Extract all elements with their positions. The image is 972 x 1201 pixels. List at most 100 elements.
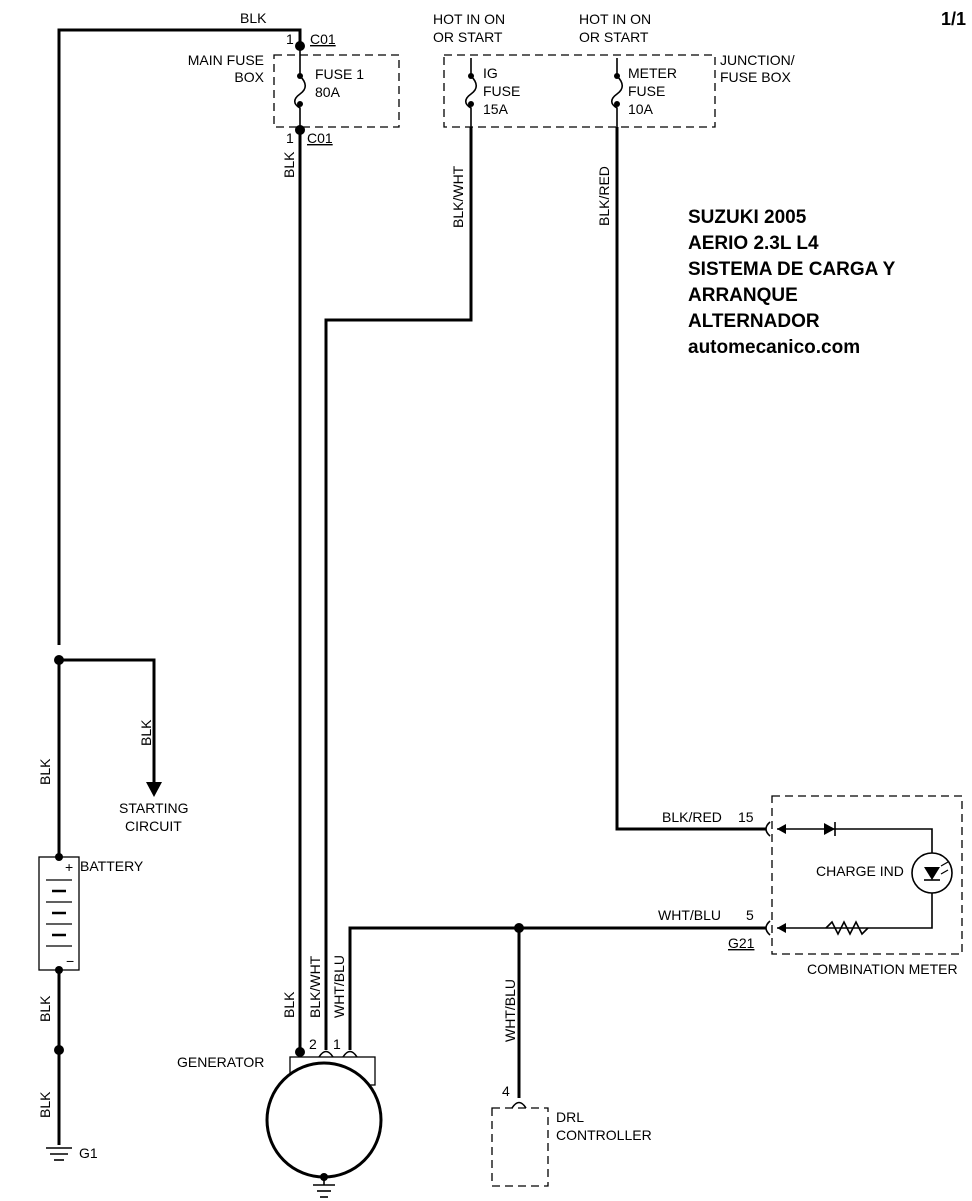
meter-fuse-label-2: FUSE <box>628 83 665 99</box>
title-line-6: automecanico.com <box>688 337 860 358</box>
wire-label-fuse1-out: BLK <box>281 151 297 178</box>
wire-label-gen-blk: BLK <box>281 991 297 1018</box>
fuse-1-terminal-top <box>297 73 303 79</box>
generator-body <box>265 1061 383 1179</box>
battery-negative-terminal <box>55 966 63 974</box>
drl-label-2: CONTROLLER <box>556 1127 652 1143</box>
fuse-1-label: FUSE 1 <box>315 66 364 82</box>
ig-hot-label-1: HOT IN ON <box>433 11 505 27</box>
splice-ground <box>54 1045 64 1055</box>
title-line-3: SISTEMA DE CARGA Y <box>688 259 896 280</box>
battery-label: BATTERY <box>80 858 144 874</box>
wire-label-drl: WHT/BLU <box>502 979 518 1042</box>
ig-fuse-symbol <box>464 58 478 127</box>
fuse-1-pin-top: 1 <box>286 31 294 47</box>
arrow-down-icon <box>146 782 162 797</box>
junction-box-label-2: FUSE BOX <box>720 69 791 85</box>
splice-fuse-1-in <box>295 41 305 51</box>
starting-circuit-label-1: STARTING <box>119 800 189 816</box>
generator-pin-1-terminal <box>342 1050 358 1058</box>
ig-fuse-rating: 15A <box>483 101 509 117</box>
main-fuse-box-label-2: BOX <box>234 69 264 85</box>
charge-indicator-label: CHARGE IND <box>816 863 904 879</box>
title-line-1: SUZUKI 2005 <box>688 207 807 228</box>
drl-pin-4: 4 <box>502 1083 510 1099</box>
battery: + − BATTERY <box>38 853 144 974</box>
ig-fuse-terminal-bottom <box>468 101 474 107</box>
meter-fuse-terminal-top <box>614 73 620 79</box>
starting-circuit-label-2: CIRCUIT <box>125 818 182 834</box>
ig-fuse-label-2: FUSE <box>483 83 520 99</box>
combination-meter-label: COMBINATION METER <box>807 961 958 977</box>
wire-blkwht-ig-to-generator <box>324 127 473 1050</box>
splice-fuse-1-out <box>295 125 305 135</box>
main-fuse-box-outline <box>273 54 400 128</box>
meter-pin-5: 5 <box>746 907 754 923</box>
meter-pin-5-terminal <box>765 920 771 936</box>
meter-hot-label-2: OR START <box>579 29 649 45</box>
title-line-4: ARRANQUE <box>688 285 798 306</box>
battery-positive-terminal <box>55 853 63 861</box>
diode-icon <box>824 823 835 835</box>
page-number: 1/1 <box>941 9 966 29</box>
junction-box-label-1: JUNCTION/ <box>720 52 795 68</box>
fuse-1-pin-bottom: 1 <box>286 130 294 146</box>
battery-plus-sign: + <box>65 859 73 875</box>
wire-label-battery-neg: BLK <box>37 995 53 1022</box>
wire-label-battery-pos: BLK <box>37 758 53 785</box>
title-line-2: AERIO 2.3L L4 <box>688 233 819 254</box>
wire-blkred-meter-feed <box>615 127 766 831</box>
fuse-1-connector-bottom: C01 <box>307 130 333 146</box>
generator-label: GENERATOR <box>177 1054 264 1070</box>
meter-fuse-label-1: METER <box>628 65 677 81</box>
main-fuse-box-label-1: MAIN FUSE <box>188 52 264 68</box>
wire-label-gen-whtblu: WHT/BLU <box>331 955 347 1018</box>
drl-pin-terminal <box>511 1101 527 1109</box>
drl-controller: 4 DRL CONTROLLER <box>491 1083 652 1187</box>
title-line-5: ALTERNADOR <box>688 311 820 332</box>
wire-label-top-blk: BLK <box>240 10 267 26</box>
junction-box-outline <box>443 54 716 128</box>
fuse-1-connector-top: C01 <box>310 31 336 47</box>
wire-label-ground: BLK <box>37 1091 53 1118</box>
generator-pin-2-terminal <box>318 1050 334 1058</box>
wire-label-gen-blkwht: BLK/WHT <box>307 955 323 1018</box>
ground-label: G1 <box>79 1145 98 1161</box>
wire-label-ig-out: BLK/WHT <box>450 165 466 228</box>
meter-fuse-terminal-bottom <box>614 101 620 107</box>
drl-controller-outline <box>491 1107 549 1187</box>
meter-fuse-symbol <box>610 58 624 127</box>
meter-connector-g21: G21 <box>728 935 755 951</box>
combination-meter: COMBINATION METER CHARGE IND <box>765 795 963 977</box>
fuse-1-rating: 80A <box>315 84 341 100</box>
generator-pin-blk <box>295 1047 305 1057</box>
generator-pin-2: 2 <box>309 1036 317 1052</box>
fuse-1-terminal-bottom <box>297 101 303 107</box>
junction-fuse-box: JUNCTION/ FUSE BOX HOT IN ON OR START IG… <box>433 11 795 128</box>
meter-pin-15-terminal <box>765 821 771 837</box>
wire-blk-starting-branch <box>59 658 156 784</box>
wire-label-starting: BLK <box>138 719 154 746</box>
diagram-title: SUZUKI 2005 AERIO 2.3L L4 SISTEMA DE CAR… <box>688 207 896 358</box>
fuse-1-symbol <box>293 48 307 130</box>
meter-fuse-rating: 10A <box>628 101 654 117</box>
wire-label-meter-in: BLK/RED <box>662 809 722 825</box>
meter-hot-label-1: HOT IN ON <box>579 11 651 27</box>
combination-meter-outline <box>771 795 963 955</box>
resistor-icon <box>825 920 869 936</box>
generator: GENERATOR 2 1 <box>177 1036 383 1198</box>
meter-pin-15: 15 <box>738 809 754 825</box>
battery-minus-sign: − <box>66 953 74 969</box>
wires: BLK BLK BLK/WHT BLK/RED BLK/RED 15 WHT/B… <box>37 10 766 1145</box>
ig-fuse-label-1: IG <box>483 65 498 81</box>
generator-pin-1: 1 <box>333 1036 341 1052</box>
main-fuse-box: MAIN FUSE BOX FUSE 1 80A 1 C01 1 C01 <box>188 31 400 146</box>
wire-label-charge: WHT/BLU <box>658 907 721 923</box>
wire-whtblu-charge-signal <box>348 926 766 1050</box>
ig-fuse-terminal-top <box>468 73 474 79</box>
wire-blk-battery-to-fuse <box>57 28 302 645</box>
ig-hot-label-2: OR START <box>433 29 503 45</box>
drl-label-1: DRL <box>556 1109 584 1125</box>
wire-label-meter-out: BLK/RED <box>596 166 612 226</box>
